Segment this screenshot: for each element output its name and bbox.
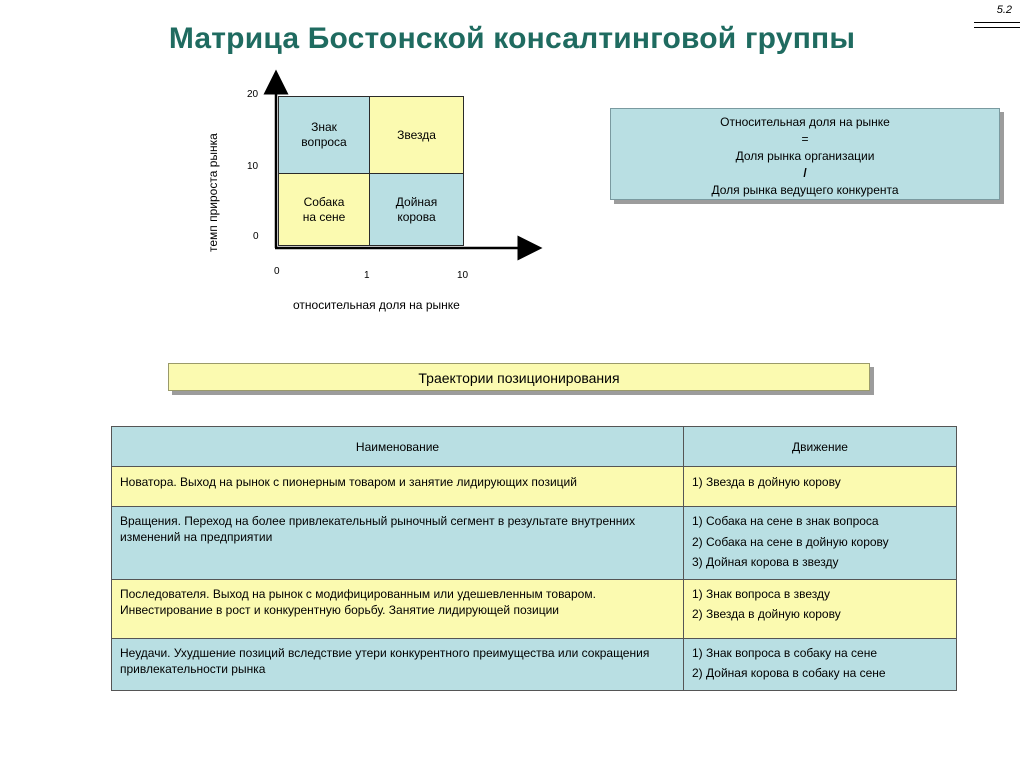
table-header-row: Наименование Движение (111, 426, 957, 467)
move-item: 1) Знак вопроса в звезду (692, 586, 831, 601)
slide-number-underline (974, 22, 1020, 32)
table-row: Новатора. Выход на рынок с пионерным тов… (111, 466, 957, 507)
matrix-cell-dog: Собака на сене (278, 173, 370, 246)
y-tick-0: 0 (253, 231, 259, 242)
move-item: 2) Дойная корова в собаку на сене (692, 666, 886, 680)
matrix-cell-cash-cow: Дойная корова (369, 173, 464, 246)
slide-number: 5.2 (996, 4, 1012, 16)
header-name: Наименование (111, 426, 684, 467)
move-item: 1) Собака на сене в знак вопроса (692, 514, 879, 528)
move-item: 3) Дойная корова в звезду (692, 555, 839, 569)
formula-line-1: Относительная доля на рынке (720, 115, 890, 129)
table-row: Вращения. Переход на более привлекательн… (111, 506, 957, 580)
row-moves: 1) Звезда в дойную корову (683, 466, 957, 507)
formula-line-3: Доля рынка организации (735, 149, 875, 163)
y-tick-20: 20 (247, 89, 259, 100)
x-tick-10: 10 (457, 270, 469, 281)
y-axis-label: темп прироста рынка (206, 133, 220, 252)
y-tick-10: 10 (247, 161, 259, 172)
move-item: 1) Звезда в дойную корову (692, 475, 841, 489)
table-row: Последователя. Выход на рынок с модифици… (111, 578, 957, 639)
row-name: Вращения. Переход на более привлекательн… (111, 506, 684, 580)
trajectories-table: Наименование Движение Новатора. Выход на… (111, 426, 957, 691)
matrix-cell-star: Звезда (369, 96, 464, 174)
page-title: Матрица Бостонской консалтинговой группы (168, 22, 856, 55)
row-moves: 1) Собака на сене в знак вопроса 2) Соба… (683, 506, 957, 580)
header-movement: Движение (683, 426, 957, 467)
row-moves: 1) Знак вопроса в собаку на сене 2) Дойн… (683, 637, 957, 691)
formula-line-2: = (801, 132, 809, 146)
matrix-cell-question-mark: Знак вопроса (278, 96, 370, 174)
formula-line-4: / (803, 166, 807, 180)
move-item: 2) Звезда в дойную корову (692, 607, 841, 621)
row-name: Неудачи. Ухудшение позиций вследствие ут… (111, 637, 684, 691)
x-tick-0: 0 (274, 266, 280, 277)
formula-line-5: Доля рынка ведущего конкурента (711, 183, 899, 197)
table-row: Неудачи. Ухудшение позиций вследствие ут… (111, 637, 957, 691)
formula-box: Относительная доля на рынке = Доля рынка… (610, 108, 1000, 200)
row-moves: 1) Знак вопроса в звезду 2) Звезда в дой… (683, 578, 957, 639)
move-item: 1) Знак вопроса в собаку на сене (692, 645, 878, 660)
x-tick-1: 1 (364, 270, 370, 281)
trajectories-banner: Траектории позиционирования (168, 363, 870, 391)
move-item: 2) Собака на сене в дойную корову (692, 534, 889, 549)
x-axis-label: относительная доля на рынке (293, 298, 460, 312)
row-name: Новатора. Выход на рынок с пионерным тов… (111, 466, 684, 507)
row-name: Последователя. Выход на рынок с модифици… (111, 578, 684, 639)
